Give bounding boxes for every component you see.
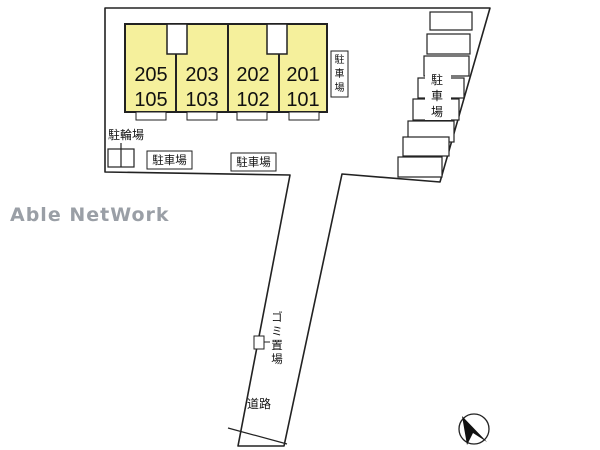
parking-small-char: 車 bbox=[335, 67, 345, 80]
north-arrow-icon bbox=[458, 413, 490, 445]
parking-small: 駐 車 場 bbox=[330, 50, 349, 98]
garbage-area-char: 場 bbox=[271, 352, 283, 366]
balcony bbox=[186, 111, 218, 121]
garbage-area: ゴ ミ 置 場 bbox=[253, 310, 283, 366]
parking-label-text: 駐車場 bbox=[152, 153, 187, 167]
garbage-area-char: ゴ bbox=[271, 310, 283, 324]
road-label: 道路 bbox=[247, 396, 271, 411]
parking-label-text: 駐車場 bbox=[236, 155, 271, 169]
garbage-area-char: 置 bbox=[271, 338, 283, 352]
stair-notch bbox=[166, 23, 188, 55]
parking-space bbox=[426, 33, 471, 55]
bicycle-parking-box bbox=[107, 143, 135, 168]
parking-space bbox=[397, 156, 443, 178]
parking-right-char: 車 bbox=[431, 89, 443, 103]
unit-number-upper: 201 bbox=[286, 64, 319, 86]
unit-number-upper: 203 bbox=[185, 64, 218, 86]
building: 205 105 203 103 202 102 201 101 bbox=[124, 23, 328, 121]
balcony bbox=[135, 111, 167, 121]
watermark: Able NetWork bbox=[10, 204, 170, 226]
parking-space bbox=[402, 136, 450, 157]
parking-small-char: 駐 bbox=[335, 53, 345, 66]
parking-label-right: 駐車場 bbox=[230, 152, 277, 172]
parking-right-char: 駐 bbox=[431, 72, 443, 87]
parking-space bbox=[429, 11, 473, 31]
bicycle-parking-label: 駐輪場 bbox=[108, 127, 144, 142]
unit-number-upper: 205 bbox=[134, 64, 167, 86]
unit-number-lower: 102 bbox=[236, 89, 269, 111]
building-outline bbox=[124, 23, 328, 113]
parking-label-left: 駐車場 bbox=[146, 150, 193, 170]
road-line bbox=[227, 427, 288, 445]
stair-notch bbox=[266, 23, 288, 55]
garbage-area-char: ミ bbox=[271, 324, 283, 338]
balcony bbox=[288, 111, 320, 121]
unit-number-lower: 105 bbox=[134, 89, 167, 111]
unit-number-lower: 101 bbox=[286, 89, 319, 111]
parking-small-char: 場 bbox=[335, 81, 345, 94]
unit-number-lower: 103 bbox=[185, 89, 218, 111]
unit-number-upper: 202 bbox=[236, 64, 269, 86]
balcony bbox=[236, 111, 268, 121]
parking-right-char: 場 bbox=[431, 105, 443, 119]
